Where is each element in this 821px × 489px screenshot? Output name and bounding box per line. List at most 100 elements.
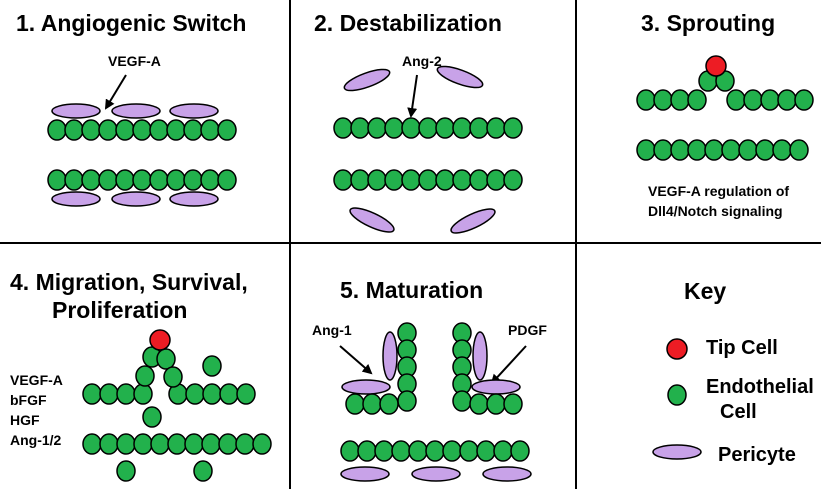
endothelial-cell xyxy=(667,384,687,406)
pericyte xyxy=(471,379,521,395)
panel-4-title-line2: Proliferation xyxy=(52,297,187,323)
endothelial-cell xyxy=(408,440,428,462)
endothelial-cell xyxy=(493,440,513,462)
panel-sprouting: 3. Sprouting VEGF-A regulation of Dll4/N… xyxy=(636,10,814,219)
endothelial-cell xyxy=(350,169,370,191)
endothelial-cell xyxy=(789,139,809,161)
endothelial-cell xyxy=(435,169,455,191)
endothelial-cell xyxy=(201,433,221,455)
endothelial-cell xyxy=(379,393,399,415)
panel-5-endothelial-cells xyxy=(340,322,530,462)
endothelial-cell xyxy=(391,440,411,462)
key-endothelial-label-line2: Cell xyxy=(720,401,757,423)
endothelial-cell xyxy=(142,406,162,428)
pericyte xyxy=(341,379,391,395)
panel-5-pdgf-label: PDGF xyxy=(508,322,547,338)
tip-cell xyxy=(705,55,727,77)
endothelial-cell xyxy=(333,117,353,139)
pericyte xyxy=(652,444,702,460)
panel-2-title: 2. Destabilization xyxy=(314,10,502,36)
endothelial-cell xyxy=(149,119,169,141)
endothelial-cell xyxy=(81,169,101,191)
panel-4-factor-hgf: HGF xyxy=(10,412,40,428)
panel-migration: 4. Migration, Survival, Proliferation VE… xyxy=(10,269,272,482)
key-title: Key xyxy=(684,278,726,304)
pericyte xyxy=(436,65,484,89)
endothelial-cell xyxy=(670,139,690,161)
endothelial-cell xyxy=(721,139,741,161)
endothelial-cell xyxy=(425,440,445,462)
endothelial-cell xyxy=(150,433,170,455)
endothelial-cell xyxy=(510,440,530,462)
endothelial-cell xyxy=(350,117,370,139)
panel-1-title: 1. Angiogenic Switch xyxy=(16,10,246,36)
endothelial-cell xyxy=(345,393,365,415)
pericyte xyxy=(472,331,488,381)
endothelial-cell xyxy=(64,119,84,141)
endothelial-cell xyxy=(726,89,746,111)
endothelial-cell xyxy=(235,433,255,455)
endothelial-cell xyxy=(794,89,814,111)
panel-3-tip-cells xyxy=(705,55,727,77)
endothelial-cell xyxy=(503,169,523,191)
panel-4-tip-cells xyxy=(149,329,171,351)
panel-3-caption-line2: Dll4/Notch signaling xyxy=(648,203,783,219)
pericyte xyxy=(111,191,161,207)
endothelial-cell xyxy=(156,348,176,370)
pericyte xyxy=(482,466,532,482)
panel-2-pericytes xyxy=(343,65,496,234)
panel-5-arrow-left xyxy=(339,345,373,375)
endothelial-cell xyxy=(133,383,153,405)
endothelial-cell xyxy=(704,139,724,161)
panel-2-endothelial-cells xyxy=(333,117,523,191)
endothelial-cell xyxy=(183,119,203,141)
endothelial-cell xyxy=(374,440,394,462)
endothelial-cell xyxy=(670,89,690,111)
panel-4-title-line1: 4. Migration, Survival, xyxy=(10,269,248,295)
endothelial-cell xyxy=(116,433,136,455)
endothelial-cell xyxy=(236,383,256,405)
endothelial-cell xyxy=(82,433,102,455)
panel-angiogenic-switch: 1. Angiogenic Switch VEGF-A xyxy=(16,10,246,207)
endothelial-cell xyxy=(476,440,496,462)
panel-destabilization: 2. Destabilization Ang-2 xyxy=(314,10,523,234)
endothelial-cell xyxy=(435,117,455,139)
endothelial-cell xyxy=(442,440,462,462)
endothelial-cell xyxy=(193,460,213,482)
panel-maturation: 5. Maturation Ang-1 PDGF xyxy=(312,277,547,482)
endothelial-cell xyxy=(333,169,353,191)
endothelial-cell xyxy=(418,117,438,139)
endothelial-cell xyxy=(64,169,84,191)
endothelial-cell xyxy=(636,139,656,161)
endothelial-cell xyxy=(687,89,707,111)
endothelial-cell xyxy=(219,383,239,405)
pericyte xyxy=(51,191,101,207)
endothelial-cell xyxy=(167,433,187,455)
endothelial-cell xyxy=(452,117,472,139)
endothelial-cell xyxy=(183,169,203,191)
endothelial-cell xyxy=(149,169,169,191)
endothelial-cell xyxy=(362,393,382,415)
endothelial-cell xyxy=(185,383,205,405)
endothelial-cell xyxy=(653,139,673,161)
pericyte xyxy=(450,208,496,234)
endothelial-cell xyxy=(755,139,775,161)
endothelial-cell xyxy=(653,89,673,111)
endothelial-cell xyxy=(401,117,421,139)
panel-5-arrow-right xyxy=(490,345,527,385)
panel-1-pericytes xyxy=(51,103,219,207)
endothelial-cell xyxy=(166,119,186,141)
tip-cell xyxy=(149,329,171,351)
panel-5-ang1-label: Ang-1 xyxy=(312,322,352,338)
endothelial-cell xyxy=(184,433,204,455)
endothelial-cell xyxy=(115,169,135,191)
endothelial-cell xyxy=(133,433,153,455)
endothelial-cell xyxy=(743,89,763,111)
endothelial-cell xyxy=(115,119,135,141)
endothelial-cell xyxy=(202,383,222,405)
endothelial-cell xyxy=(82,383,102,405)
endothelial-cell xyxy=(503,117,523,139)
panel-4-factor-bfgf: bFGF xyxy=(10,392,47,408)
